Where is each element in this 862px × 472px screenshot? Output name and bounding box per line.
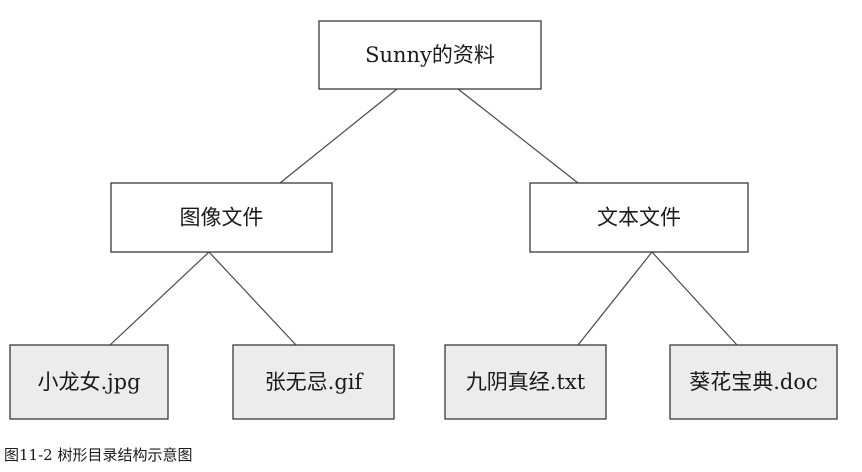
node-file3: 九阴真经.txt	[444, 344, 607, 420]
node-root: Sunny的资料	[318, 20, 542, 90]
node-file4: 葵花宝典.doc	[669, 344, 838, 420]
edge-root-texts	[457, 88, 579, 184]
node-images: 图像文件	[110, 182, 333, 253]
node-label-root: Sunny的资料	[365, 43, 495, 67]
node-box-file1	[9, 344, 169, 420]
edge-texts-file4	[651, 251, 738, 346]
node-label-file3: 九阴真经.txt	[466, 370, 586, 394]
node-label-texts: 文本文件	[597, 206, 681, 230]
node-label-file4: 葵花宝典.doc	[689, 370, 818, 394]
edge-images-file1	[109, 251, 210, 346]
node-box-images	[110, 182, 333, 253]
edges-layer	[109, 88, 738, 346]
node-texts: 文本文件	[529, 182, 749, 253]
edge-texts-file3	[577, 251, 653, 346]
edge-root-images	[279, 88, 398, 184]
figure-caption: 图11-2 树形目录结构示意图	[4, 446, 193, 464]
node-box-root	[318, 20, 542, 90]
node-file1: 小龙女.jpg	[9, 344, 169, 420]
node-label-file2: 张无忌.gif	[265, 370, 365, 394]
edge-images-file2	[208, 251, 297, 346]
node-box-file4	[669, 344, 838, 420]
node-box-file2	[232, 344, 395, 420]
node-box-file3	[444, 344, 607, 420]
node-label-images: 图像文件	[180, 206, 264, 230]
node-label-file1: 小龙女.jpg	[37, 370, 140, 394]
node-box-texts	[529, 182, 749, 253]
node-file2: 张无忌.gif	[232, 344, 395, 420]
